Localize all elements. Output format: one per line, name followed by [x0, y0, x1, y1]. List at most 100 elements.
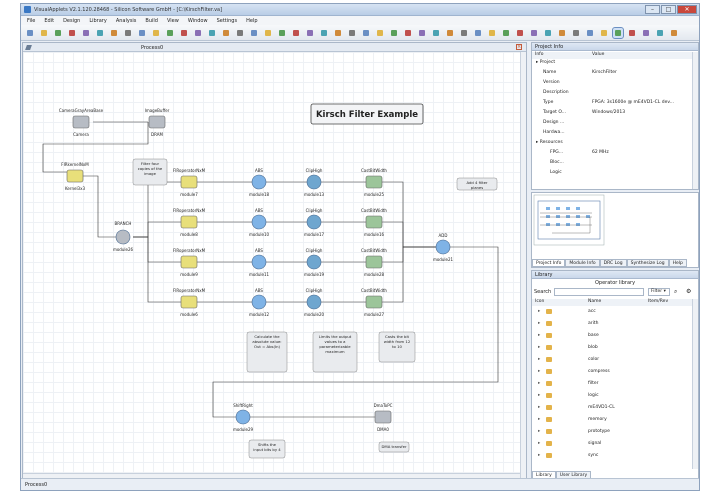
module-block-icon[interactable]	[66, 169, 84, 183]
library-item[interactable]: ▸arith	[532, 320, 698, 328]
tab-help[interactable]: Help	[668, 259, 687, 267]
toolbar-button-icon[interactable]	[53, 28, 63, 38]
menu-help[interactable]: Help	[246, 17, 258, 24]
toolbar-button-icon[interactable]	[151, 28, 161, 38]
toolbar-button-icon[interactable]	[95, 28, 105, 38]
expand-icon[interactable]: ▸	[538, 393, 541, 398]
menu-view[interactable]: View	[166, 17, 179, 24]
toolbar-button-icon[interactable]	[459, 28, 469, 38]
expand-icon[interactable]: ▸	[538, 321, 541, 326]
library-item[interactable]: ▸color	[532, 356, 698, 364]
comment-note[interactable]	[246, 331, 288, 373]
toolbar-button-icon[interactable]	[417, 28, 427, 38]
toolbar-button-icon[interactable]	[612, 27, 624, 39]
toolbar-button-icon[interactable]	[487, 28, 497, 38]
comment-note[interactable]	[456, 177, 498, 191]
toolbar-button-icon[interactable]	[515, 28, 525, 38]
menu-file[interactable]: File	[27, 17, 36, 24]
toolbar-button-icon[interactable]	[501, 28, 511, 38]
menu-build[interactable]: Build	[145, 17, 158, 24]
comment-note[interactable]	[378, 441, 410, 453]
tab-project-info[interactable]: Project Info	[532, 259, 566, 267]
vertical-scrollbar[interactable]	[520, 52, 526, 478]
toolbar-button-icon[interactable]	[319, 28, 329, 38]
module-block-icon[interactable]	[365, 175, 383, 189]
project-info-row[interactable]: ▸ Resources	[532, 140, 698, 147]
module-block-icon[interactable]	[180, 295, 198, 309]
expand-icon[interactable]: ▸	[538, 369, 541, 374]
horizontal-scrollbar[interactable]	[23, 473, 520, 478]
menu-window[interactable]: Window	[187, 17, 208, 24]
expand-icon[interactable]: ▸	[538, 405, 541, 410]
toolbar-button-icon[interactable]	[249, 28, 259, 38]
project-info-row[interactable]: ▸ Project	[532, 60, 698, 67]
toolbar-button-icon[interactable]	[529, 28, 539, 38]
comment-note[interactable]	[248, 439, 286, 459]
toolbar-button-icon[interactable]	[207, 28, 217, 38]
document-tab[interactable]: Process0 ×	[23, 43, 526, 52]
toolbar-button-icon[interactable]	[67, 28, 77, 38]
module-block-icon[interactable]	[148, 115, 166, 129]
module-node-icon[interactable]	[306, 174, 322, 190]
library-scrollbar[interactable]	[692, 299, 698, 469]
toolbar-button-icon[interactable]	[333, 28, 343, 38]
toolbar-button-icon[interactable]	[641, 28, 651, 38]
project-info-row[interactable]: FPG...62 MHz	[532, 150, 698, 157]
menu-library[interactable]: Library	[89, 17, 107, 24]
module-node-icon[interactable]	[251, 174, 267, 190]
module-block-icon[interactable]	[365, 215, 383, 229]
toolbar-button-icon[interactable]	[557, 28, 567, 38]
search-input[interactable]	[554, 288, 644, 296]
filter-select[interactable]: Filter ▾	[648, 288, 670, 296]
library-item[interactable]: ▸compress	[532, 368, 698, 376]
toolbar-button-icon[interactable]	[109, 28, 119, 38]
tab-module-info[interactable]: Module Info	[565, 259, 600, 267]
library-item[interactable]: ▸logic	[532, 392, 698, 400]
menu-edit[interactable]: Edit	[44, 17, 55, 24]
toolbar-button-icon[interactable]	[403, 28, 413, 38]
toolbar-button-icon[interactable]	[25, 28, 35, 38]
module-block-icon[interactable]	[72, 115, 90, 129]
module-node-icon[interactable]	[306, 254, 322, 270]
toolbar-button-icon[interactable]	[305, 28, 315, 38]
library-item[interactable]: ▸filter	[532, 380, 698, 388]
tab-synthesize-log[interactable]: Synthesize Log	[626, 259, 669, 267]
block-diagram[interactable]: Kirsch Filter ExampleCameraGrayAreaBaseC…	[23, 52, 520, 473]
project-info-row[interactable]: Logic	[532, 170, 698, 177]
comment-note[interactable]	[378, 331, 416, 363]
toolbar-button-icon[interactable]	[193, 28, 203, 38]
library-item[interactable]: ▸mE4VD1-CL	[532, 404, 698, 412]
module-block-icon[interactable]	[365, 255, 383, 269]
module-block-icon[interactable]	[180, 215, 198, 229]
toolbar-button-icon[interactable]	[473, 28, 483, 38]
expand-icon[interactable]: ▸	[538, 345, 541, 350]
toolbar-button-icon[interactable]	[277, 28, 287, 38]
toolbar-button-icon[interactable]	[627, 28, 637, 38]
project-info-row[interactable]: Bloc...	[532, 160, 698, 167]
toolbar-button-icon[interactable]	[431, 28, 441, 38]
toolbar-button-icon[interactable]	[165, 28, 175, 38]
project-info-row[interactable]: Target O...Windows/2013	[532, 110, 698, 117]
library-item[interactable]: ▸sync	[532, 452, 698, 460]
maximize-button[interactable]: □	[661, 5, 676, 14]
module-node-icon[interactable]	[251, 214, 267, 230]
module-node-icon[interactable]	[306, 214, 322, 230]
project-info-row[interactable]: Version	[532, 80, 698, 87]
toolbar-button-icon[interactable]	[571, 28, 581, 38]
toolbar-button-icon[interactable]	[599, 28, 609, 38]
project-info-row[interactable]: Hardwa...	[532, 130, 698, 137]
menu-analysis[interactable]: Analysis	[115, 17, 137, 24]
library-item[interactable]: ▸signal	[532, 440, 698, 448]
module-node-icon[interactable]	[251, 294, 267, 310]
toolbar-button-icon[interactable]	[669, 28, 679, 38]
search-icon[interactable]: ⌕	[674, 288, 678, 295]
toolbar-button-icon[interactable]	[291, 28, 301, 38]
toolbar-button-icon[interactable]	[123, 28, 133, 38]
library-item[interactable]: ▸memory	[532, 416, 698, 424]
tab-drc-log[interactable]: DRC Log	[599, 259, 627, 267]
module-node-icon[interactable]	[306, 294, 322, 310]
toolbar-button-icon[interactable]	[375, 28, 385, 38]
